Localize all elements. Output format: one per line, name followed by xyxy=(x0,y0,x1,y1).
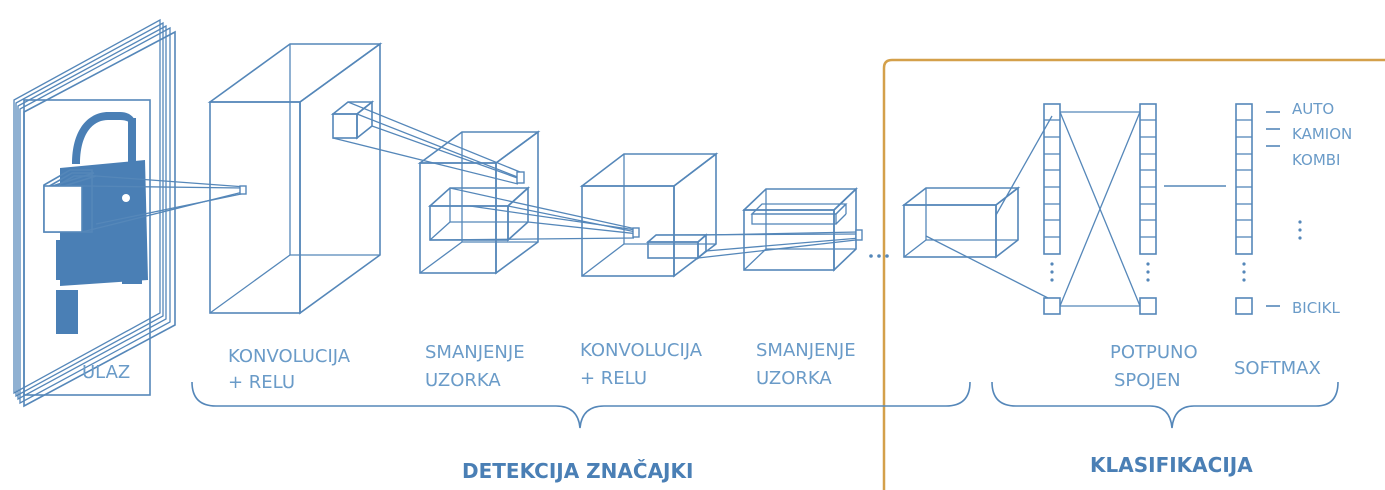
pool1-patch xyxy=(427,186,531,242)
conv1-kernel xyxy=(239,185,247,195)
section-feature-detection: DETEKCIJA ZNAČAJKI xyxy=(462,459,693,483)
label-input: ULAZ xyxy=(82,362,130,383)
label-conv2-line1: KONVOLUCIJA xyxy=(580,340,703,361)
output-label-kamion: KAMION xyxy=(1292,125,1352,143)
fc-layer-1 xyxy=(1043,103,1061,315)
ellipsis-dot xyxy=(885,254,889,258)
conv1-patch xyxy=(330,100,375,140)
classification-box xyxy=(882,58,1385,490)
input-image xyxy=(13,18,176,408)
label-fc-line2: SPOJEN xyxy=(1114,370,1181,391)
label-softmax: SOFTMAX xyxy=(1234,358,1321,379)
label-pool1-line1: SMANJENJE xyxy=(425,342,525,363)
output-label-auto: AUTO xyxy=(1292,100,1334,118)
output-label-kombi: KOMBI xyxy=(1292,151,1340,169)
pool2-inner xyxy=(750,203,848,225)
label-conv2-line2: + RELU xyxy=(580,368,647,389)
conv1-block xyxy=(207,42,383,315)
label-pool2-line2: UZORKA xyxy=(756,368,832,389)
pool1-kernel xyxy=(516,171,525,184)
label-fc-line1: POTPUNO xyxy=(1110,342,1198,363)
pool1-block xyxy=(417,130,541,275)
input-patch xyxy=(43,169,97,233)
ellipsis-dot xyxy=(877,254,881,258)
ellipsis-dot xyxy=(869,254,873,258)
feature-detection-brace xyxy=(191,381,971,429)
label-conv1-line1: KONVOLUCIJA xyxy=(228,346,351,367)
section-classification: KLASIFIKACIJA xyxy=(1090,453,1253,477)
conv2-kernel xyxy=(632,227,640,238)
label-pool2-line1: SMANJENJE xyxy=(756,340,856,361)
label-conv1-line2: + RELU xyxy=(228,372,295,393)
fc-layer-2 xyxy=(1139,103,1157,315)
conv2-patch xyxy=(645,233,709,260)
output-label-bicikl: BICIKL xyxy=(1292,299,1340,317)
softmax-layer xyxy=(1235,103,1253,315)
label-pool1-line2: UZORKA xyxy=(425,370,501,391)
flatten-block xyxy=(901,186,1021,259)
classification-brace xyxy=(991,381,1339,429)
conv2-block xyxy=(579,152,719,278)
pool2-kernel xyxy=(855,229,863,241)
pool2-block xyxy=(742,187,858,272)
